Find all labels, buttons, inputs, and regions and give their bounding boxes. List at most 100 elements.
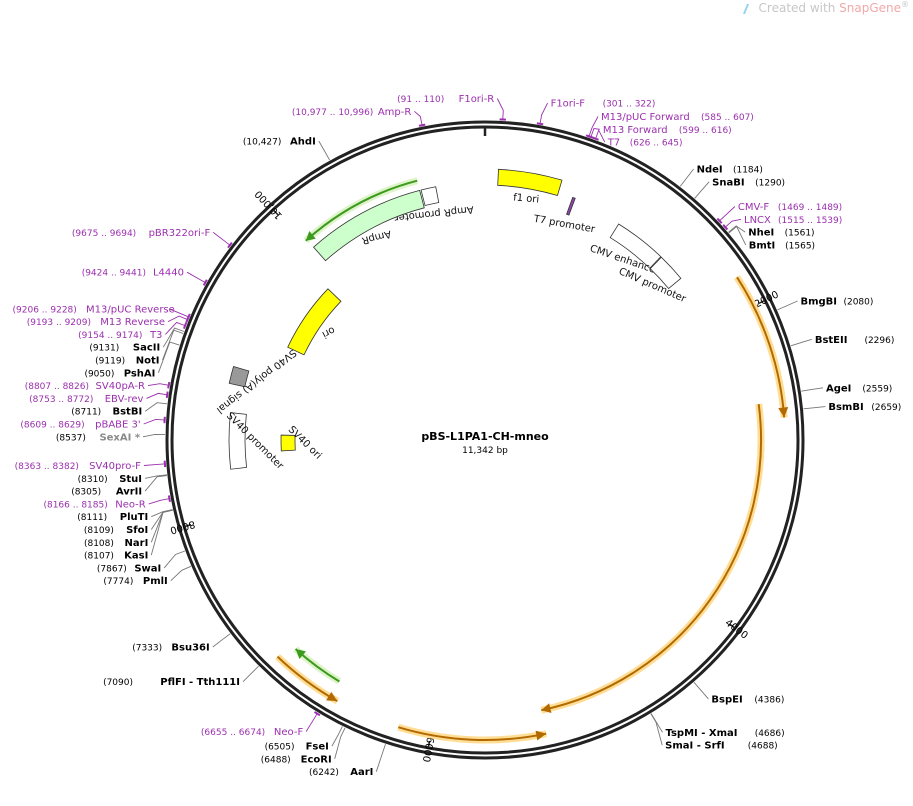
label-name: CMV-F: [738, 202, 769, 213]
label-name: M13/pUC Reverse: [86, 304, 175, 315]
site-bsu36i: Bsu36I(7333): [132, 633, 231, 653]
label-pos: (1515 .. 1539): [778, 216, 842, 226]
label-name: BstEII: [815, 335, 848, 346]
primer-sites: F1ori-R(91 .. 110)Amp-R(10,977 .. 10,996…: [13, 94, 843, 738]
primer-amp-r: Amp-R(10,977 .. 10,996): [292, 107, 426, 127]
label-name: LNCX: [744, 215, 771, 226]
label-pos: (9131): [89, 344, 119, 354]
label-pos: (91 .. 110): [397, 95, 444, 105]
label-pos: (8305): [71, 488, 101, 498]
label-pos: (8363 .. 8382): [15, 462, 79, 472]
label-name: M13/pUC Forward: [601, 112, 690, 123]
label-pos: (585 .. 607): [701, 113, 754, 123]
watermark-reg: ®: [901, 0, 909, 9]
orf-arrow-5: [293, 646, 342, 685]
plasmid-backbone: [165, 120, 805, 760]
site-swai: SwaI(7867): [97, 550, 186, 574]
site-bspei: BspEI (4386): [693, 682, 784, 705]
label-pos: (9154 .. 9174): [78, 331, 142, 341]
label-name: BstBI: [112, 407, 142, 418]
label-name: AarI: [350, 767, 373, 778]
primer-t3: T3(9154 .. 9174): [78, 321, 188, 341]
label-pos: (4386): [754, 695, 784, 705]
site-ndei: NdeI(1184): [679, 164, 763, 187]
label-name: SV40pro-F: [89, 461, 141, 472]
label-name: BmtI: [749, 240, 776, 251]
primer-ebv-rev: EBV-rev(8753 .. 8772): [29, 391, 169, 405]
site-stui: StuI(8310): [78, 474, 167, 485]
feature-label-f1-ori: f1 ori: [513, 192, 540, 205]
site-fsei: FseI(6505): [265, 726, 343, 753]
label-name: BmgBI: [800, 297, 837, 308]
feature-label-ori: ori: [320, 324, 337, 340]
label-name: PshAI: [124, 368, 156, 379]
orf-arrows: [275, 177, 789, 744]
label-name: SwaI: [134, 563, 161, 574]
plasmid-length: 11,342 bp: [462, 446, 508, 456]
label-name: Neo-F: [274, 727, 304, 738]
orf-arrow-4: [275, 654, 340, 705]
site-bsteii: BstEII (2296): [790, 335, 894, 347]
site-nhei: NheI (1561): [728, 225, 815, 239]
label-pos: (1290): [755, 178, 785, 188]
label-pos: (6242): [309, 768, 339, 778]
label-name: NarI: [125, 538, 149, 549]
label-pos: (1561): [785, 229, 815, 239]
label-name: TspMI - XmaI: [665, 728, 737, 739]
label-name: EcoRI: [301, 754, 332, 765]
watermark-brand: SnapGene: [839, 1, 901, 15]
site-pshai: PshAI (9050): [84, 341, 180, 379]
label-pos: (7090): [103, 678, 133, 688]
primer-m13-forward: M13 Forward(599 .. 616): [587, 125, 732, 139]
label-name: SacII: [133, 343, 160, 354]
plasmid-name: pBS-L1PA1-CH-mneo: [421, 430, 549, 443]
primer-cmv-f: CMV-F(1469 .. 1489): [716, 202, 842, 224]
feature-sv40-poly-a-signal: SV40 poly(A) signal: [214, 347, 298, 416]
label-pos: (2659): [871, 403, 901, 413]
primer-sv40pro-f: SV40pro-F (8363 .. 8382): [15, 460, 167, 472]
label-pos: (8108): [84, 539, 114, 549]
feature-sv40-promoter: SV40 promoter: [224, 411, 286, 473]
orf-arrow-1: [734, 275, 789, 418]
label-pos: (9675 .. 9694): [72, 229, 136, 239]
feature-sv40-ori: SV40 ori: [280, 424, 324, 462]
snapgene-logo-icon: [742, 3, 749, 14]
feature-label-sv40-poly-a-signal: SV40 poly(A) signal: [214, 347, 298, 416]
label-pos: (8807 .. 8826): [25, 382, 89, 392]
label-pos: (10,427): [243, 138, 282, 148]
feature-ori: ori: [287, 288, 342, 356]
primer-neo-f: Neo-F (6655 .. 6674): [201, 711, 321, 738]
label-pos: (8537): [56, 433, 86, 443]
label-name: BspEI: [711, 694, 742, 705]
restriction-sites: AhdI(10,427)NdeI(1184)SnaBI(1290)NheI(15…: [56, 137, 901, 779]
label-name: NheI: [748, 228, 774, 239]
label-name: SexAI *: [99, 432, 140, 443]
label-pos: (4688): [748, 742, 778, 752]
label-name: M13 Forward: [603, 125, 668, 136]
label-name: AhdI: [290, 137, 316, 148]
label-pos: (7774): [103, 577, 133, 587]
label-pos: (9050): [84, 369, 114, 379]
label-pos: (301 .. 322): [603, 100, 656, 110]
label-name: F1ori-F: [551, 99, 586, 110]
label-pos: (6505): [265, 743, 295, 753]
site-agei: AgeI(2559): [801, 383, 892, 394]
label-pos: (8753 .. 8772): [29, 395, 93, 405]
snapgene-watermark: Created with SnapGene®: [741, 0, 909, 15]
label-pos: (8166 .. 8185): [43, 500, 107, 510]
label-pos: (6655 .. 6674): [201, 728, 265, 738]
label-pos: (2296): [864, 336, 894, 346]
label-pos: (7333): [132, 643, 162, 653]
label-name: Neo-R: [115, 499, 146, 510]
primer-pbabe-3: pBABE 3'(8609 .. 8629): [20, 416, 166, 431]
site-ahdi: AhdI (10,427): [243, 137, 331, 161]
site-aari: AarI (6242): [309, 743, 386, 778]
label-name: BsmBI: [828, 402, 863, 413]
label-name: pBABE 3': [95, 420, 141, 431]
backbone-outer-ring: [165, 120, 805, 760]
primer-neo-r: Neo-R (8166 .. 8185): [43, 495, 171, 510]
site-sacii: SacII (9131): [89, 327, 185, 354]
tick-6000: 6000: [420, 736, 435, 763]
